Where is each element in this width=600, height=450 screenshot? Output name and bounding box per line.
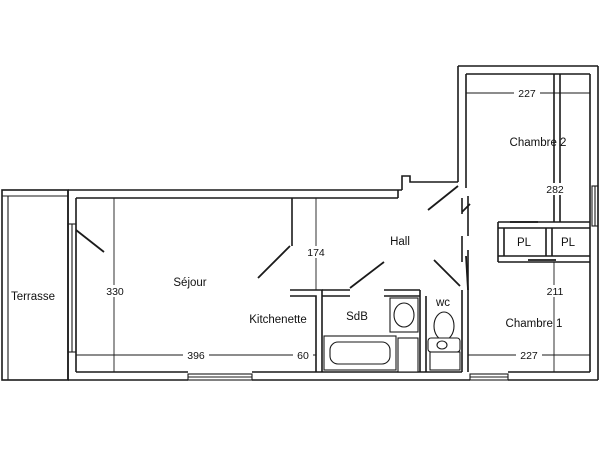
room-label-wc: wc xyxy=(435,297,450,309)
dim-kitchenette-width: 60 xyxy=(297,350,309,362)
terrace-area xyxy=(1,189,69,381)
dim-sejour-width: 396 xyxy=(187,350,205,362)
dim-sejour-depth: 330 xyxy=(106,286,124,298)
interior-walls xyxy=(290,74,590,372)
room-label-pl-left: PL xyxy=(517,237,532,249)
dim-chambre2-depth: 282 xyxy=(546,184,564,196)
room-label-kitchenette: Kitchenette xyxy=(249,314,307,326)
dim-chambre2-width: 227 xyxy=(518,88,536,100)
room-label-sejour: Séjour xyxy=(173,277,206,289)
room-label-terrasse: Terrasse xyxy=(11,291,55,303)
room-label-chambre1: Chambre 1 xyxy=(506,318,563,330)
room-label-pl-right: PL xyxy=(561,237,576,249)
room-label-chambre2: Chambre 2 xyxy=(510,137,567,149)
dim-kitchenette-depth: 174 xyxy=(307,247,325,259)
dim-chambre1-depth: 211 xyxy=(547,286,564,298)
outer-walls xyxy=(67,65,599,381)
fixtures xyxy=(323,297,461,373)
room-label-hall: Hall xyxy=(390,236,410,248)
bathtub-inner xyxy=(329,341,391,365)
doors xyxy=(75,185,556,291)
room-label-sdb: SdB xyxy=(346,311,368,323)
dimension-labels: 227 282 211 227 330 396 60 174 xyxy=(102,87,568,362)
windows xyxy=(67,185,599,381)
dim-chambre1-width: 227 xyxy=(520,350,538,362)
room-labels: Terrasse Séjour Hall Kitchenette SdB wc … xyxy=(11,137,576,330)
toilet xyxy=(427,311,461,371)
